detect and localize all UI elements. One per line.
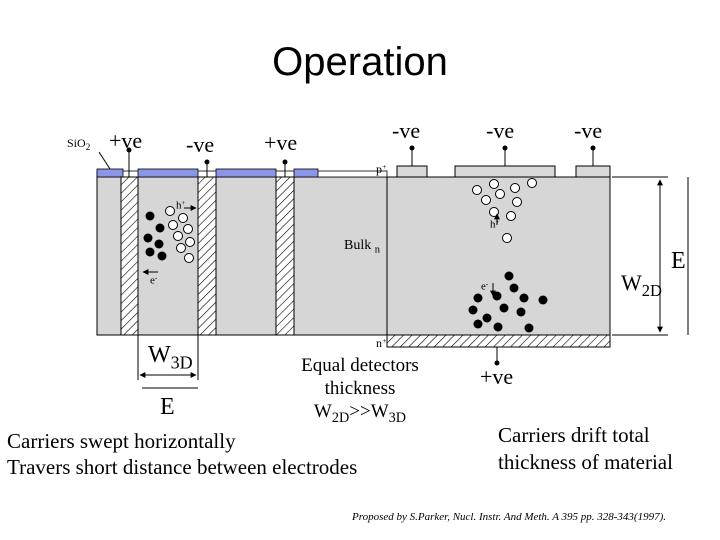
e-field-3d-label: E: [160, 394, 175, 420]
3d-electrode-n: [197, 176, 217, 336]
bias-3d-negative: -ve: [186, 132, 215, 157]
3d-silicon-bulk: [96, 176, 388, 336]
2d-electrons: [468, 271, 548, 333]
electron-label-2d: e-: [481, 280, 489, 293]
n-plus-layer: [386, 334, 611, 348]
bias-2d-negative: -ve: [392, 118, 421, 143]
contact-dot: [282, 159, 288, 165]
n-plus-label: n+: [376, 336, 387, 350]
contact-dot: [126, 147, 132, 153]
3d-holes: [165, 206, 195, 263]
bias-3d-positive: +ve: [264, 130, 298, 155]
bulk-label: Bulk n: [344, 238, 380, 256]
citation: Proposed by S.Parker, Nucl. Instr. And M…: [352, 511, 666, 523]
drift-note: Carriers drift total thickness of materi…: [498, 423, 673, 474]
equal-thickness-note: Equal detectors thickness W2D>>W3D: [301, 355, 419, 426]
horizontal-sweep-note: Carriers swept horizontally Travers shor…: [7, 429, 358, 479]
bias-3d-positive: +ve: [109, 128, 143, 153]
3d-electrode-p: [120, 176, 139, 336]
p-plus-label: p+: [376, 162, 387, 176]
e-field-2d-label: E: [671, 248, 686, 274]
w3d-label: W3D: [148, 342, 193, 373]
oxide-pad: [215, 168, 277, 178]
sio2-pointer: [98, 151, 111, 170]
bias-2d-negative: -ve: [486, 118, 515, 143]
3d-electrode-p: [275, 176, 295, 336]
slide-title: Operation: [272, 40, 448, 84]
p-plus-contact: [396, 165, 428, 178]
2d-silicon-bulk: [386, 176, 611, 336]
p-plus-contact: [575, 165, 611, 178]
bias-2d-negative: -ve: [574, 118, 603, 143]
sio2-label: SiO2: [67, 136, 91, 153]
3d-electrons: [143, 211, 167, 261]
contact-dot: [204, 159, 210, 165]
bias-2d-positive: +ve: [480, 364, 514, 389]
w2d-label: W2D: [621, 270, 662, 300]
hole-label-2d: h+: [490, 218, 500, 231]
oxide-pad: [96, 168, 124, 178]
oxide-pad: [293, 168, 319, 178]
electron-label-3d: e-: [150, 274, 158, 287]
p-plus-contact: [454, 165, 556, 178]
hole-label-3d: h+: [176, 199, 186, 212]
oxide-pad: [137, 168, 199, 178]
